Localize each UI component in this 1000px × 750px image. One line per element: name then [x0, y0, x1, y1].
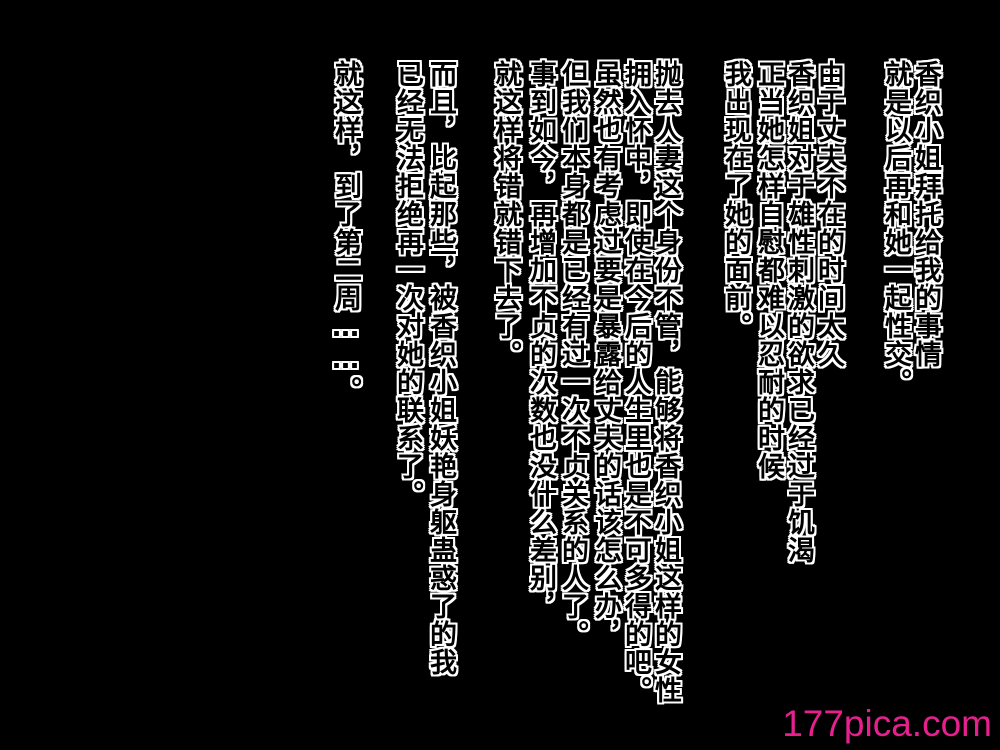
text-column: 由于丈夫不在的时间太久: [813, 60, 844, 368]
text-column: 香织姐对于雄性刺激的欲求已经过于饥渴: [783, 60, 814, 564]
watermark-logo: 177pica.com: [782, 703, 992, 744]
text-column: 香织小姐拜托给我的事情: [910, 60, 941, 368]
text-column: 正当她怎样自慰都难以忍耐的时候: [753, 60, 784, 480]
text-column: 拥入怀中，即使在今后的人生里也是不可多得的吧。: [620, 60, 651, 704]
text-column: 就这样将错就错下去了。: [490, 60, 521, 368]
text-column: 但我们本身都是已经有过一次不贞关系的人了。: [557, 60, 588, 648]
text-column: 就这样，到了第二周……。: [330, 60, 361, 404]
text-column: 虽然也有考虑过要是暴露给丈夫的话该怎么办，: [590, 60, 621, 648]
text-column: 就是以后再和她一起性交。: [880, 60, 911, 396]
text-column: 我出现在了她的面前。: [720, 60, 751, 340]
text-column: 抛去人妻这个身份不管，能够将香织小姐这样的女性: [650, 60, 681, 704]
text-column: 事到如今，再增加不贞的次数也没什么差别，: [525, 60, 556, 620]
text-column: 而且，比起那些，被香织小姐妖艳身躯蛊惑了的我: [425, 60, 456, 676]
text-column: 已经无法拒绝再一次对她的联系了。: [392, 60, 423, 508]
